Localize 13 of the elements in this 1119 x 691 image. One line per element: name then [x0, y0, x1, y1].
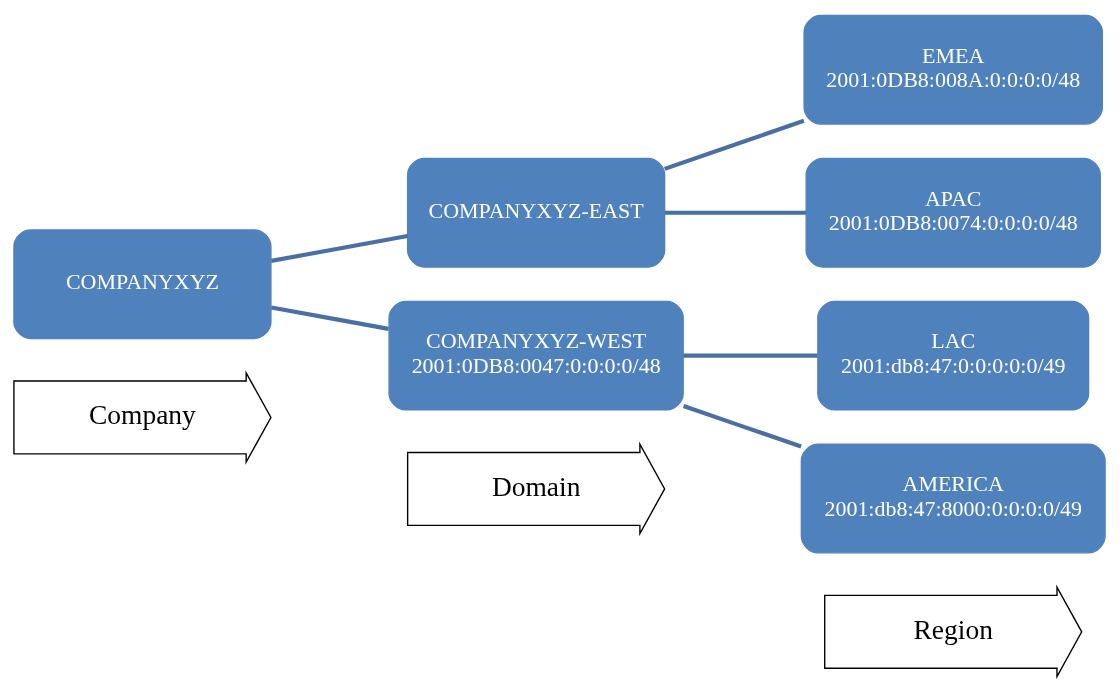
node-box: COMPANYXYZ-WEST 2001:0DB8:0047:0:0:0:0/48	[388, 300, 684, 411]
connector	[664, 210, 807, 215]
node-box: EMEA 2001:0DB8:008A:0:0:0:0/48	[803, 14, 1103, 125]
connector	[663, 118, 805, 171]
node-box: AMERICA 2001:db8:47:8000:0:0:0:0/49	[800, 443, 1106, 553]
node-box: COMPANYXYZ	[13, 228, 272, 339]
connector	[683, 353, 818, 358]
connector	[682, 403, 802, 448]
connector	[270, 304, 389, 331]
node-box: APAC 2001:0DB8:0074:0:0:0:0/48	[805, 157, 1101, 268]
connector	[270, 233, 408, 263]
node-box: COMPANYXYZ-EAST	[406, 157, 666, 268]
node-box: LAC 2001:db8:47:0:0:0:0:0/49	[817, 300, 1090, 411]
